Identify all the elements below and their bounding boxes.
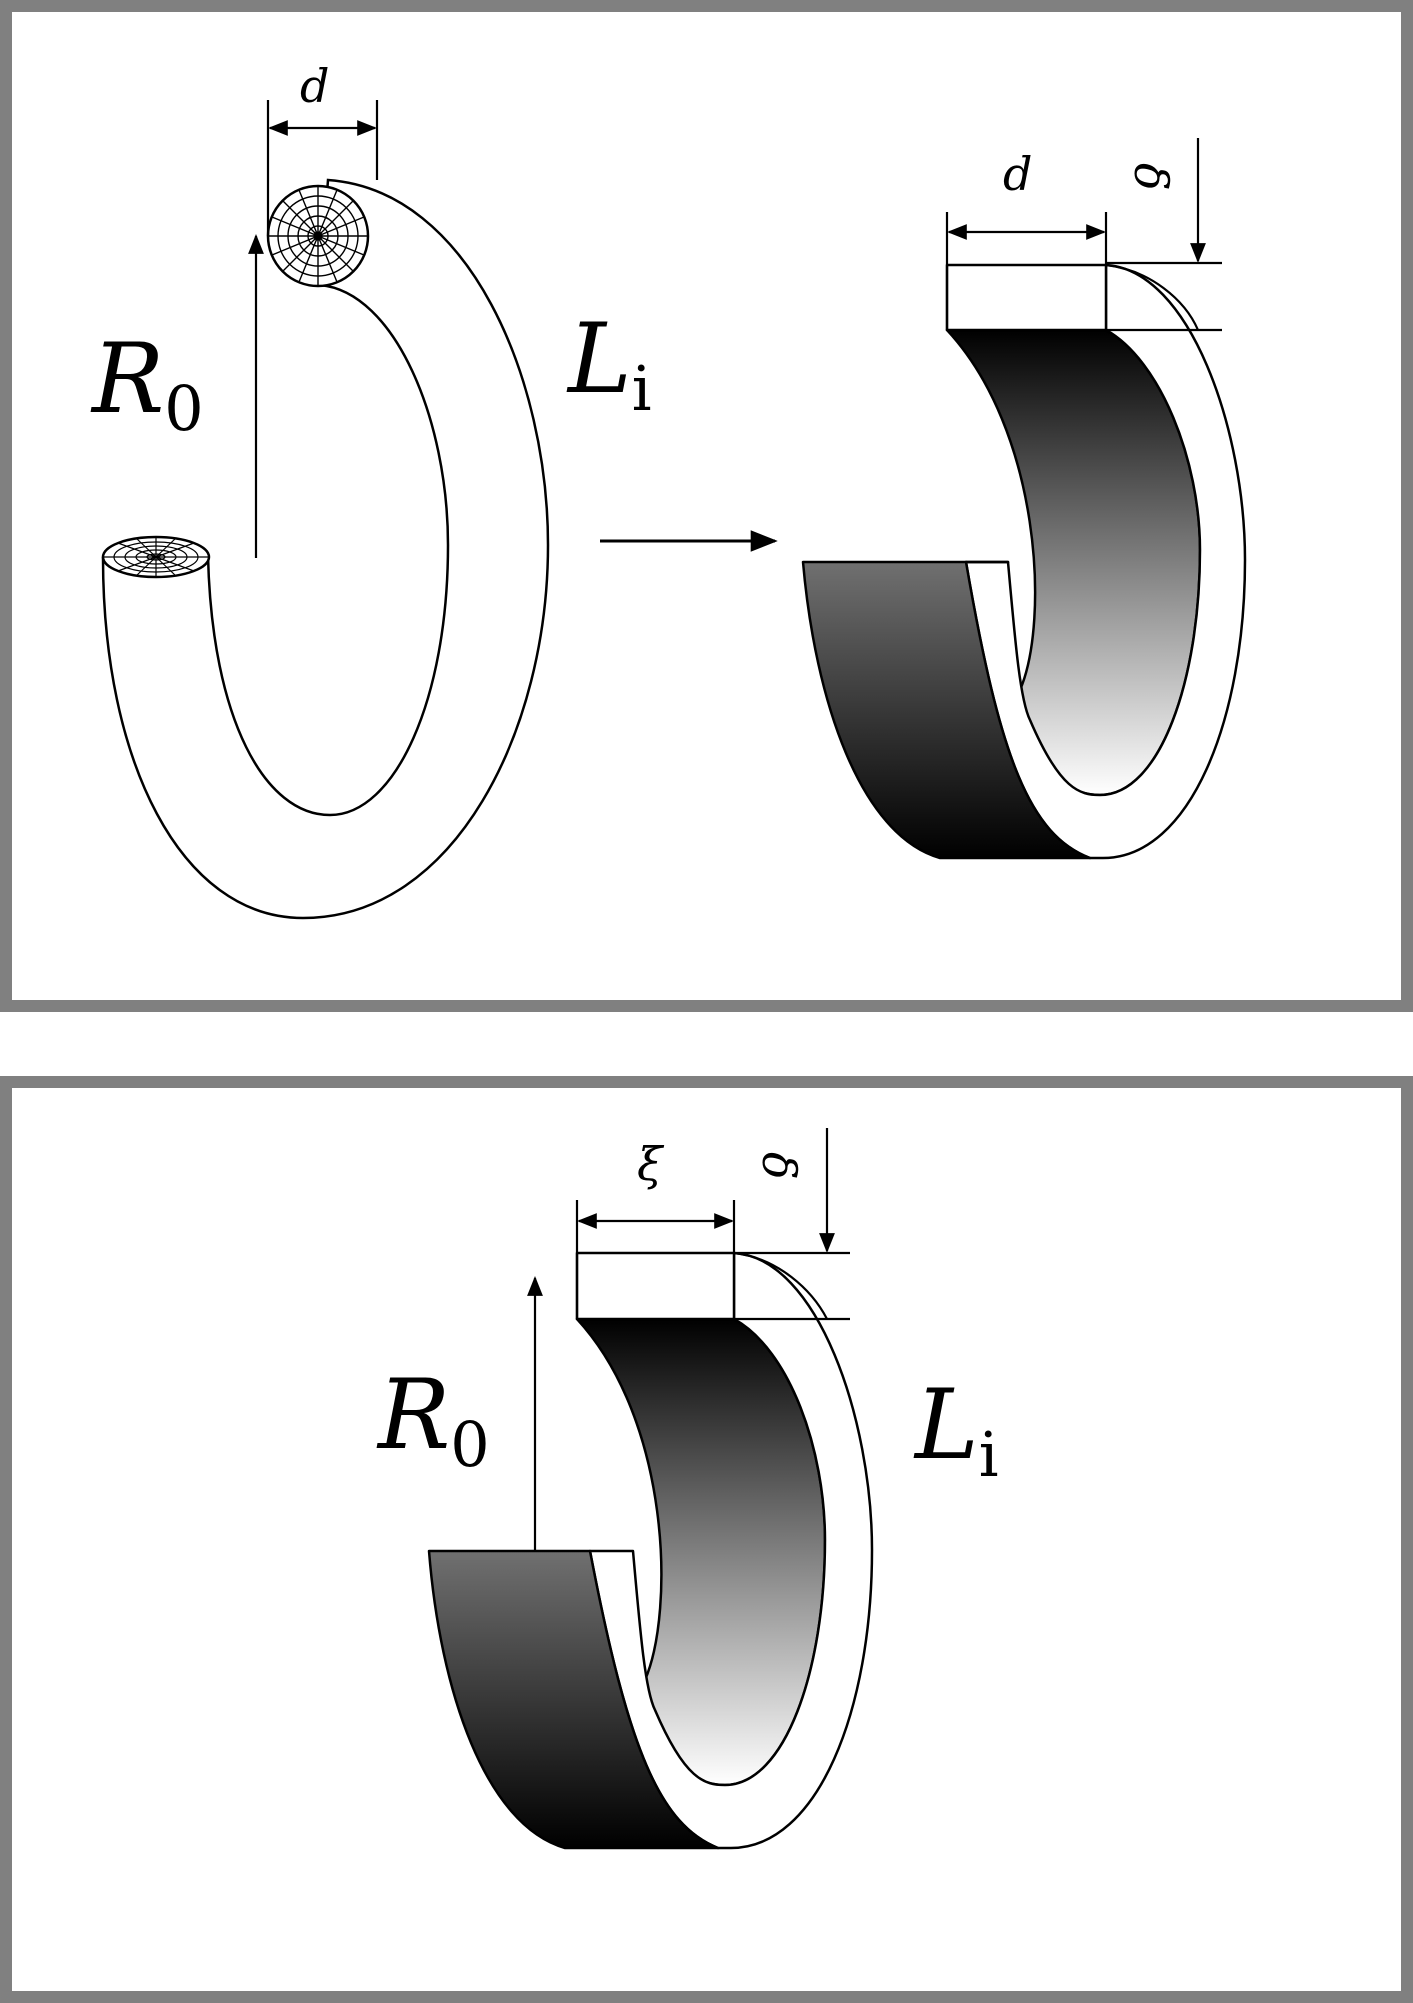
- fiber-torus: [101, 178, 550, 920]
- thickness-label: δ: [1124, 163, 1178, 191]
- width-label-bottom: ξ: [637, 1137, 665, 1191]
- length-label: Li: [566, 303, 652, 425]
- dimension-d-left: [266, 100, 379, 236]
- band-ring: [801, 263, 1247, 860]
- dimension-xi: [575, 1200, 736, 1319]
- band-ring-bottom: [427, 1251, 874, 1850]
- dimension-d-right: [945, 212, 1108, 330]
- dimension-delta: [1105, 138, 1222, 332]
- length-label-bottom: Li: [913, 1369, 999, 1491]
- top-diagram: d R0 Li d δ: [90, 59, 1247, 920]
- thickness-label-bottom: δ: [752, 1152, 806, 1180]
- radius-label: R0: [90, 323, 204, 445]
- width-label: d: [1003, 147, 1032, 201]
- radius-label-bottom: R0: [376, 1359, 490, 1481]
- dimension-delta-bottom: [733, 1128, 850, 1321]
- fiber-bundle-section-bottom: [101, 535, 211, 579]
- diameter-label: d: [300, 59, 329, 113]
